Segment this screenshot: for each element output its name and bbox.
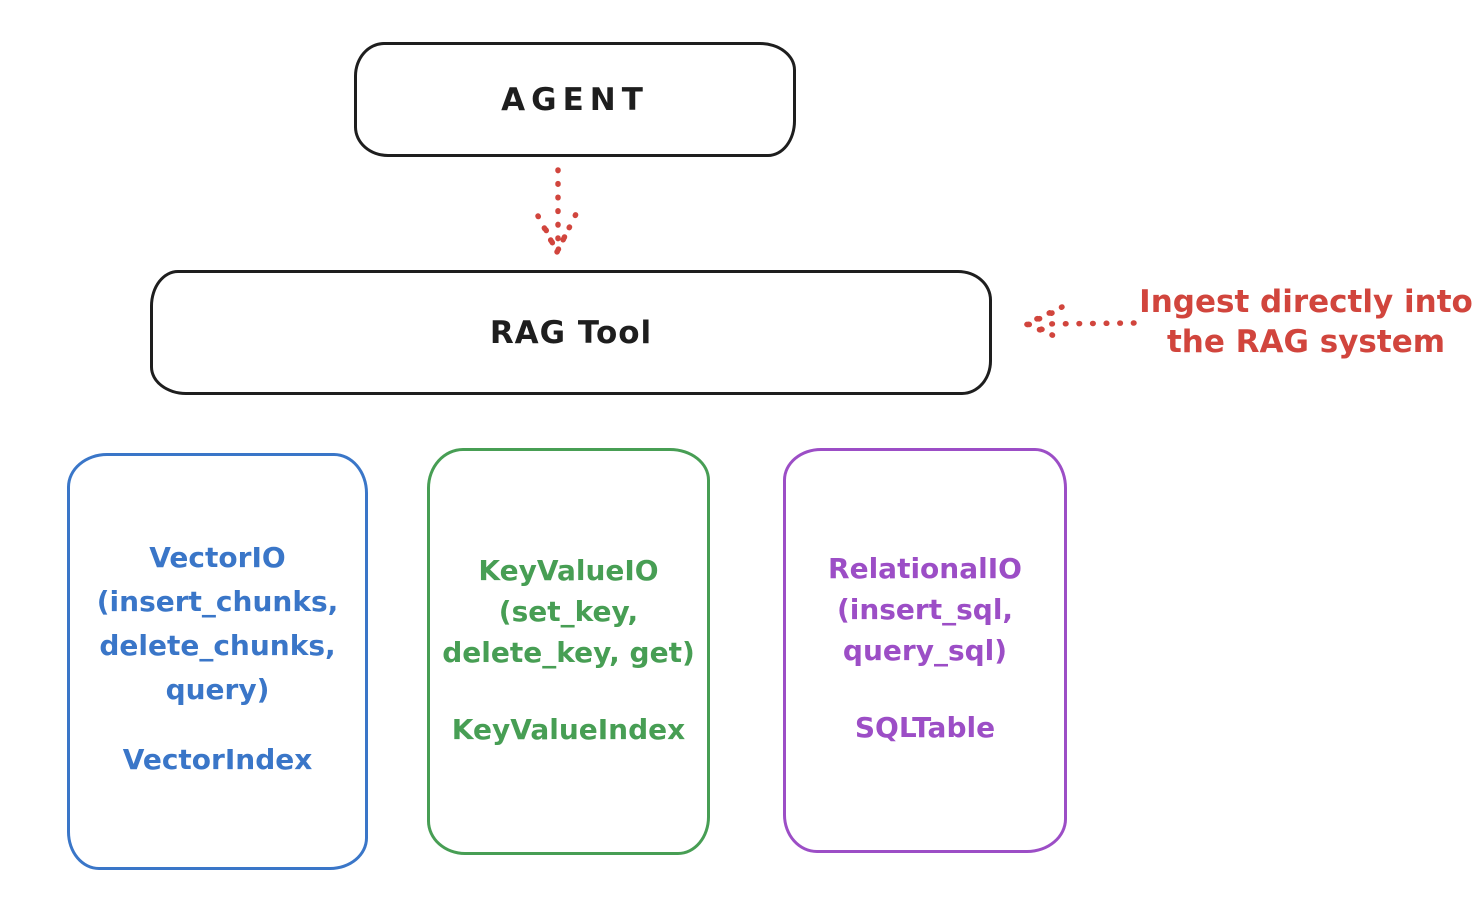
vector-index-label: VectorIndex [122, 743, 313, 776]
dotted-arrow-left-icon [1023, 304, 1137, 343]
annotation-line-1: Ingest directly into [1139, 284, 1473, 320]
vector-io-title: VectorIO [149, 541, 286, 574]
dotted-arrow-down-icon [535, 167, 579, 255]
sql-table-label: SQLTable [854, 711, 996, 744]
vector-io-method: delete_chunks, [99, 629, 336, 662]
keyvalue-io-method: (set_key, [498, 595, 639, 628]
keyvalue-io-box: KeyValueIO (set_key, delete_key, get) Ke… [427, 448, 710, 855]
relational-io-title: RelationalIO [828, 552, 1022, 585]
agent-box-label: AGENT [501, 81, 649, 118]
annotation-text: Ingest directly into the RAG system [1128, 282, 1484, 362]
relational-io-method: (insert_sql, [836, 593, 1014, 626]
keyvalue-index-label: KeyValueIndex [451, 713, 686, 746]
vector-io-method: (insert_chunks, [96, 585, 339, 618]
vector-io-box: VectorIO (insert_chunks, delete_chunks, … [67, 453, 368, 870]
rag-tool-box-label: RAG Tool [489, 314, 653, 351]
agent-box: AGENT [354, 42, 796, 157]
rag-tool-box: RAG Tool [150, 270, 992, 395]
vector-io-method: query) [165, 673, 270, 706]
keyvalue-io-title: KeyValueIO [478, 554, 659, 587]
relational-io-box: RelationalIO (insert_sql, query_sql) SQL… [783, 448, 1067, 853]
relational-io-method: query_sql) [842, 634, 1008, 667]
annotation-line-2: the RAG system [1166, 324, 1446, 360]
keyvalue-io-method: delete_key, get) [442, 636, 695, 669]
